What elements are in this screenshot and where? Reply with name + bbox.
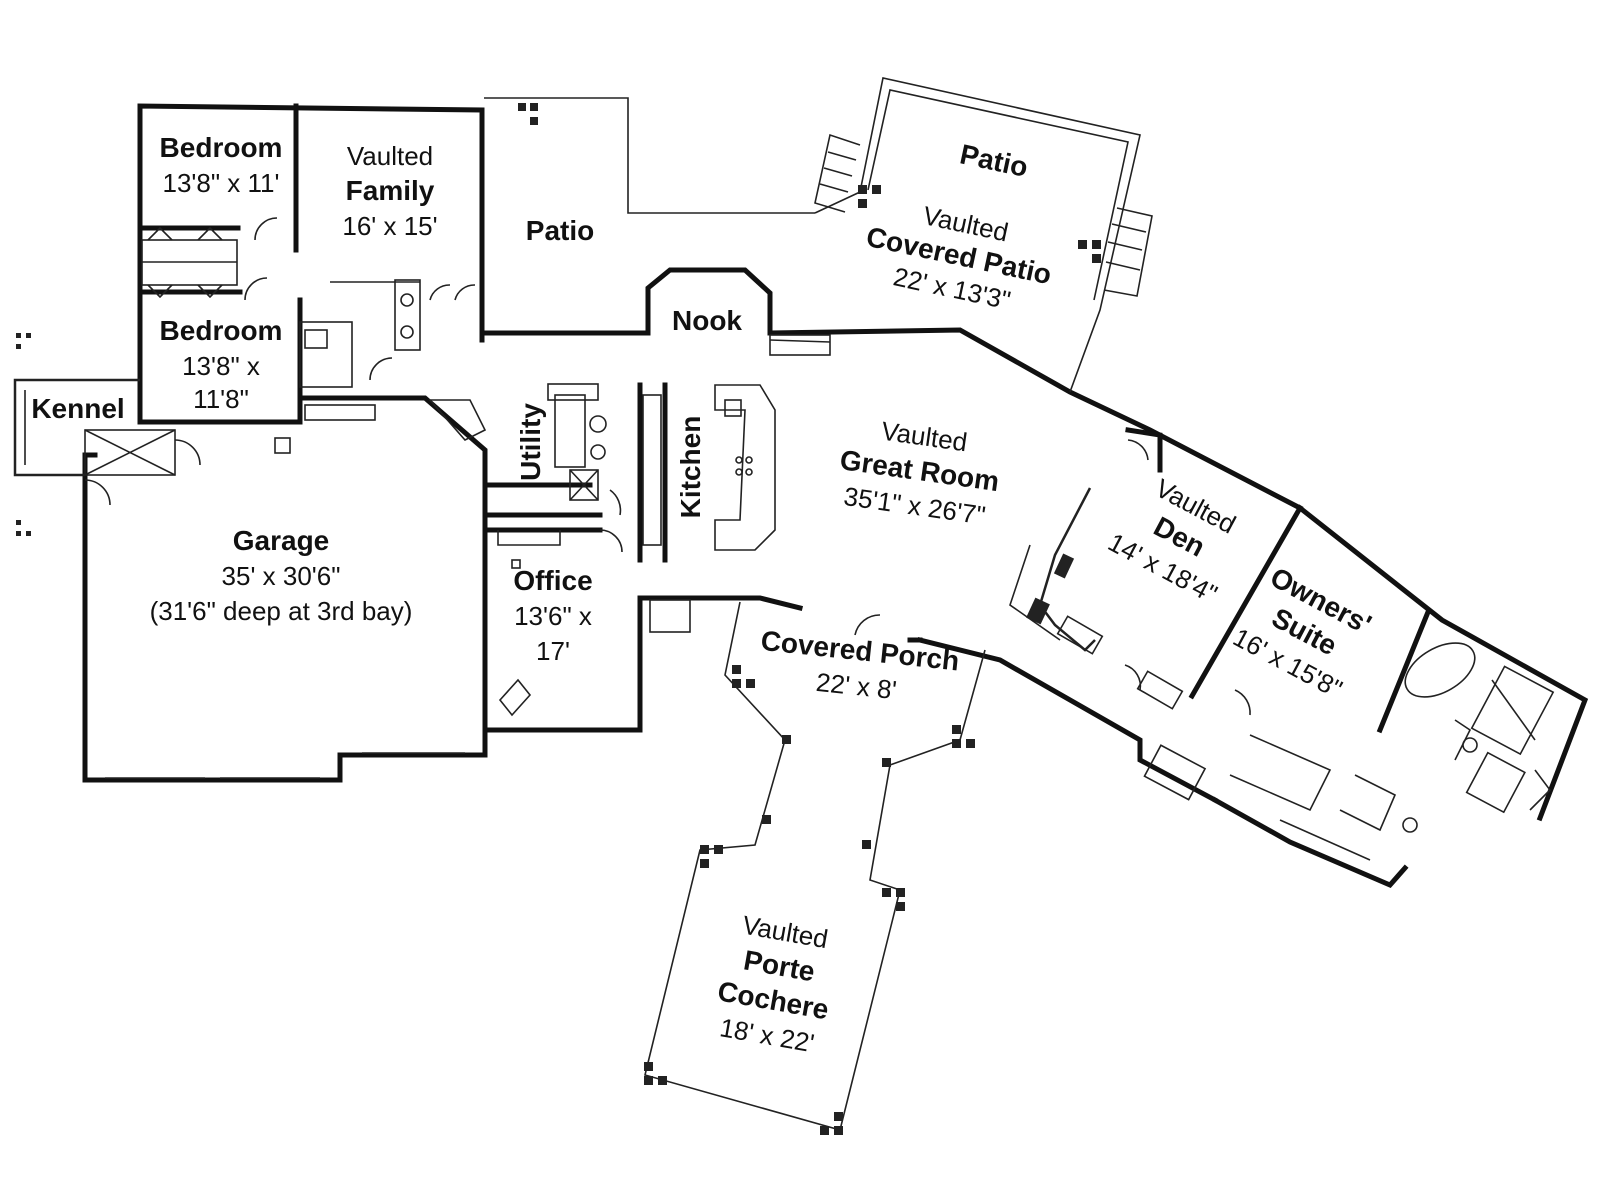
patio-steps (814, 133, 1153, 297)
family-prefix: Vaulted (347, 141, 433, 171)
patio-left-name: Patio (526, 215, 594, 246)
nook-name: Nook (672, 305, 742, 336)
bedroom2-name: Bedroom (160, 315, 283, 346)
family-name: Family (346, 175, 435, 206)
office-name: Office (513, 565, 592, 596)
patio-top-name: Patio (957, 138, 1030, 183)
garage-dims: 35' x 30'6" (222, 561, 341, 591)
office-dims-1: 13'6" x (514, 601, 592, 631)
bedroom2-dims-2: 11'8" (193, 384, 249, 414)
patio-left-outline (484, 97, 815, 214)
garage-note: (31'6" deep at 3rd bay) (150, 596, 413, 626)
kitchen-name: Kitchen (675, 416, 706, 519)
covered-porch-dims: 22' x 8' (815, 667, 898, 705)
utility-name: Utility (515, 403, 546, 481)
covered-patio-outline (814, 77, 1141, 393)
porch-outline (644, 601, 986, 1131)
bedroom2-dims-1: 13'8" x (182, 351, 260, 381)
garage-name: Garage (233, 525, 330, 556)
closets-and-fixtures (84, 217, 1555, 861)
covered-porch-name: Covered Porch (759, 625, 960, 677)
family-dims: 16' x 15' (342, 211, 437, 241)
bedroom1-name: Bedroom (160, 132, 283, 163)
kennel-name: Kennel (31, 393, 124, 424)
exterior-walls (82, 103, 1589, 889)
column-posts (16, 103, 1101, 1135)
kennel-outline (13, 378, 140, 477)
office-dims-2: 17' (536, 636, 570, 666)
bedroom1-dims: 13'8" x 11' (163, 168, 280, 198)
